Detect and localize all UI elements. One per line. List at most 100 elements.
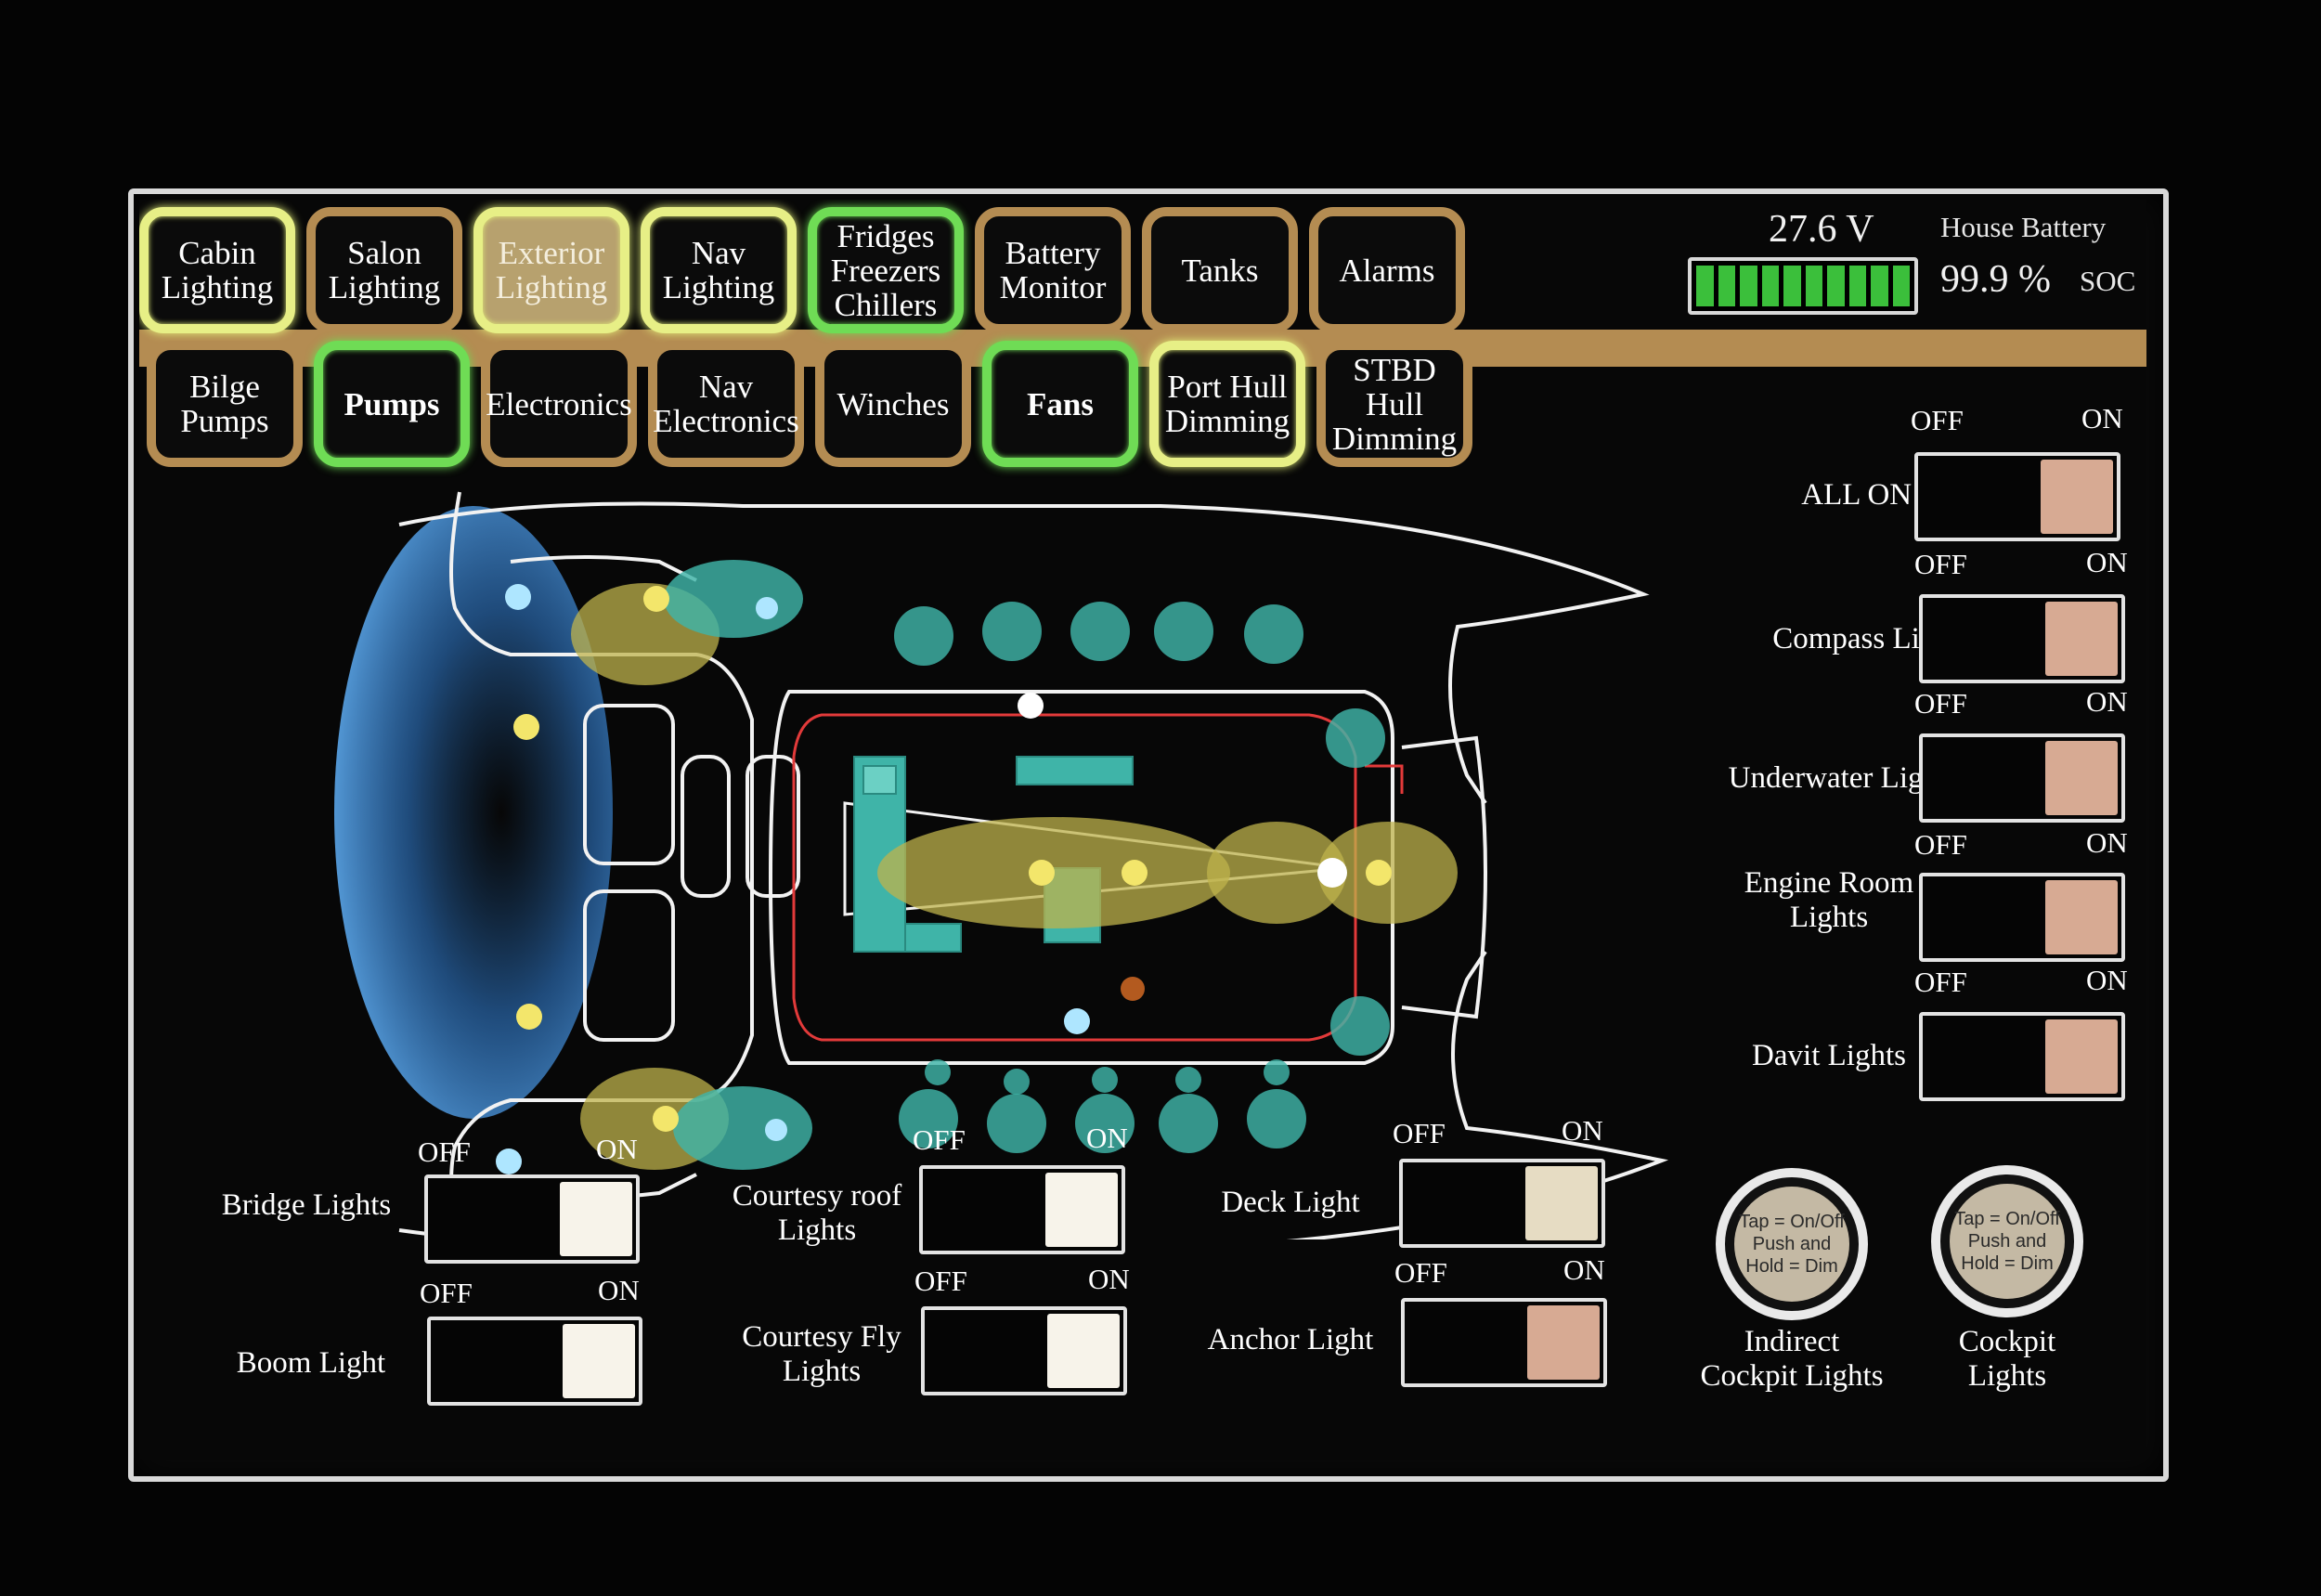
boom-off-label: OFF <box>420 1277 473 1309</box>
deck-light-toggle[interactable] <box>1399 1159 1605 1248</box>
bridge-lights-toggle[interactable] <box>424 1174 640 1264</box>
nav-salon-lighting[interactable]: Salon Lighting <box>306 207 462 333</box>
deck-light-label: Deck Light <box>1221 1186 1360 1219</box>
battery-soc-label: SOC <box>2080 265 2136 297</box>
nav-port-hull-dimming[interactable]: Port Hull Dimming <box>1149 341 1305 467</box>
nav-stbd-hull-dimming[interactable]: STBD Hull Dimming <box>1316 341 1472 467</box>
courtesy-fly-on-label: ON <box>1088 1263 1130 1295</box>
underwater-lights-toggle[interactable] <box>1919 733 2125 823</box>
light-fixtures <box>496 584 1392 1174</box>
nav-tanks[interactable]: Tanks <box>1142 207 1298 333</box>
cockpit-lights-label: Cockpit Lights <box>1958 1325 2056 1393</box>
compass-light-label: Compass Light <box>1772 622 1959 655</box>
nav-label: Fans <box>1027 385 1094 422</box>
touch-screen: Cabin Lighting Salon Lighting Exterior L… <box>139 200 2146 1460</box>
toggle-knob <box>2045 1019 2118 1094</box>
toggle-knob <box>1047 1314 1120 1388</box>
nav-band <box>139 330 2146 367</box>
engine-room-lights-toggle[interactable] <box>1919 873 2125 962</box>
nav-label: Tanks <box>1181 252 1259 289</box>
nav-bilge-pumps[interactable]: Bilge Pumps <box>147 341 303 467</box>
toggle-knob <box>2045 880 2118 954</box>
battery-segment <box>1761 266 1779 306</box>
nav-label: Pumps <box>344 385 440 422</box>
nav-winches[interactable]: Winches <box>815 341 971 467</box>
battery-percent: 99.9 % <box>1940 258 2051 301</box>
nav-pumps[interactable]: Pumps <box>314 341 470 467</box>
davit-lights-label: Davit Lights <box>1752 1039 1906 1072</box>
battery-level-bar <box>1688 257 1918 315</box>
nav-label: Nav Lighting <box>662 235 775 305</box>
battery-label: House Battery <box>1940 211 2107 243</box>
toggle-knob <box>2045 741 2118 815</box>
battery-segment <box>1696 266 1714 306</box>
davit-off-label: OFF <box>1914 966 1967 998</box>
nav-label: Nav Electronics <box>653 369 799 439</box>
nav-label: Electronics <box>486 385 632 422</box>
nav-nav-electronics[interactable]: Nav Electronics <box>648 341 804 467</box>
davit-lights-toggle[interactable] <box>1919 1012 2125 1101</box>
indirect-cockpit-lights-button[interactable]: Tap = On/Off Push and Hold = Dim <box>1716 1168 1868 1320</box>
nav-fans[interactable]: Fans <box>982 341 1138 467</box>
all-on-off-toggle[interactable] <box>1914 452 2120 541</box>
underwater-off-label: OFF <box>1914 687 1967 720</box>
boom-light-label: Boom Light <box>236 1346 386 1380</box>
battery-segment <box>1827 266 1845 306</box>
dimmer-hint: Tap = On/Off Push and Hold = Dim <box>1734 1187 1849 1302</box>
nav-label: Alarms <box>1339 252 1435 289</box>
boom-on-label: ON <box>598 1274 640 1306</box>
toggle-knob <box>2045 602 2118 676</box>
battery-segment <box>1892 266 1910 306</box>
deck-on-label: ON <box>1562 1114 1603 1147</box>
anchor-off-label: OFF <box>1394 1256 1447 1289</box>
toggle-knob <box>2041 460 2113 534</box>
courtesy-fly-lights-toggle[interactable] <box>921 1306 1127 1395</box>
bridge-lights-label: Bridge Lights <box>221 1188 392 1222</box>
toggle-knob <box>1045 1173 1118 1247</box>
nav-label: Bilge Pumps <box>180 369 269 439</box>
nav-battery-monitor[interactable]: Battery Monitor <box>975 207 1131 333</box>
nav-exterior-lighting[interactable]: Exterior Lighting <box>473 207 629 333</box>
nav-nav-lighting[interactable]: Nav Lighting <box>641 207 797 333</box>
anchor-light-toggle[interactable] <box>1401 1298 1607 1387</box>
nav-electronics[interactable]: Electronics <box>481 341 637 467</box>
all-off-label: OFF <box>1911 404 1964 436</box>
engine-room-off-label: OFF <box>1914 828 1967 861</box>
courtesy-roof-off-label: OFF <box>913 1123 966 1156</box>
nav-label: Fridges Freezers Chillers <box>830 217 941 323</box>
dimmer-hint: Tap = On/Off Push and Hold = Dim <box>1950 1184 2065 1299</box>
davit-on-label: ON <box>2086 964 2128 996</box>
anchor-on-label: ON <box>1563 1253 1605 1286</box>
stern-light-glow <box>334 506 613 1119</box>
anchor-light-label: Anchor Light <box>1207 1323 1374 1356</box>
toggle-knob <box>563 1324 635 1398</box>
nav-fridges-freezers-chillers[interactable]: Fridges Freezers Chillers <box>808 207 964 333</box>
battery-segment <box>1848 266 1866 306</box>
nav-label: Exterior Lighting <box>495 235 608 305</box>
engine-room-on-label: ON <box>2086 826 2128 859</box>
toggle-knob <box>1527 1305 1600 1380</box>
all-on-label: ON <box>2081 402 2123 435</box>
courtesy-roof-lights-toggle[interactable] <box>919 1165 1125 1254</box>
battery-voltage: 27.6 V <box>1769 208 1874 251</box>
toggle-knob <box>560 1182 632 1256</box>
compass-light-toggle[interactable] <box>1919 594 2125 683</box>
deck-off-label: OFF <box>1393 1117 1446 1149</box>
vessel-diagram <box>334 491 1669 1239</box>
battery-segment <box>1718 266 1735 306</box>
nav-label: Port Hull Dimming <box>1164 369 1290 439</box>
courtesy-fly-lights-label: Courtesy Fly Lights <box>742 1320 901 1388</box>
hull-outline <box>398 491 1669 1239</box>
compass-off-label: OFF <box>1914 548 1967 580</box>
courtesy-roof-lights-label: Courtesy roof Lights <box>732 1179 902 1247</box>
battery-segment <box>1783 266 1801 306</box>
cockpit-lights-button[interactable]: Tap = On/Off Push and Hold = Dim <box>1931 1165 2083 1317</box>
boom-light-toggle[interactable] <box>427 1317 642 1406</box>
courtesy-fly-off-label: OFF <box>914 1265 967 1297</box>
nav-label: Salon Lighting <box>328 235 441 305</box>
nav-label: Battery Monitor <box>999 235 1107 305</box>
battery-segment <box>1871 266 1888 306</box>
engine-room-lights-label: Engine Room Lights <box>1744 866 1914 934</box>
nav-cabin-lighting[interactable]: Cabin Lighting <box>139 207 295 333</box>
nav-alarms[interactable]: Alarms <box>1309 207 1465 333</box>
